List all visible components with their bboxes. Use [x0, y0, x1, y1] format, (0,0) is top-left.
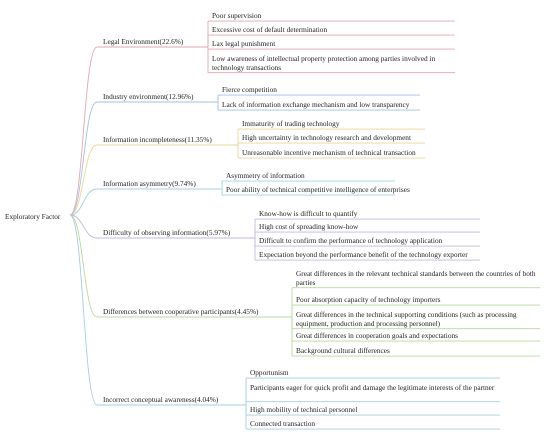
sub-factor-label: Poor supervision	[212, 11, 262, 20]
root-node-label: Exploratory Factor	[5, 212, 61, 221]
sub-factor-label: Great differences in the technical suppo…	[296, 310, 517, 328]
factor-label: Difficulty of observing information(5.97…	[103, 228, 231, 237]
root-to-factor-link	[69, 188, 98, 216]
sub-factor-label: Great differences in cooperation goals a…	[296, 331, 458, 340]
root-to-factor-link	[69, 214, 98, 406]
sub-factor-label: Low awareness of intellectual property p…	[212, 54, 436, 72]
root-to-factor-link	[69, 101, 98, 216]
sub-factor-label: Unreasonable incentive mechanism of tech…	[242, 148, 416, 157]
sub-factor-label: Know-how is difficult to quantify	[259, 209, 358, 218]
sub-factor-label: Great differences in the relevant techni…	[296, 269, 536, 287]
sub-factor-label: Connected transaction	[250, 419, 316, 428]
sub-factor-label: Poor absorption capacity of technology i…	[296, 295, 441, 304]
root-to-factor-link	[69, 46, 98, 216]
sub-factor-label: Difficult to confirm the performance of …	[259, 236, 443, 245]
sub-factor-label: Opportunism	[250, 368, 289, 377]
factor-label: Industry environment(12.96%)	[103, 92, 194, 101]
factor-label: Differences between cooperative particip…	[103, 307, 259, 316]
factor-label: Information asymmetry(9.74%)	[103, 179, 196, 188]
sub-factor-label: Excessive cost of default determination	[212, 25, 328, 34]
sub-factor-label: Lax legal punishment	[212, 39, 276, 48]
root-to-factor-link	[69, 144, 98, 216]
sub-factor-label: Expectation beyond the performance benef…	[259, 250, 468, 259]
root-to-factor-link	[69, 214, 98, 239]
sub-factor-label: Poor ability of technical competitive in…	[226, 185, 410, 194]
sub-factor-label: High mobility of technical personnel	[250, 405, 358, 414]
sub-factor-label: High uncertainty in technology research …	[242, 133, 411, 142]
factor-label: Legal Environment(22.6%)	[103, 37, 184, 46]
sub-factor-label: Background cultural differences	[296, 346, 390, 355]
sub-factor-label: Participants eager for quick profit and …	[250, 383, 495, 392]
factor-label: Information incompleteness(11.35%)	[103, 135, 212, 144]
root-to-factor-link	[69, 214, 98, 318]
sub-factor-label: High cost of spreading know-how	[259, 222, 359, 231]
sub-factor-label: Lack of information exchange mechanism a…	[222, 100, 410, 109]
sub-factor-label: Immaturity of trading technology	[242, 119, 340, 128]
sub-factor-label: Asymmetry of information	[226, 171, 305, 180]
factor-label: Incorrect conceptual awareness(4.04%)	[103, 395, 219, 404]
sub-factor-label: Fierce competition	[222, 85, 277, 94]
